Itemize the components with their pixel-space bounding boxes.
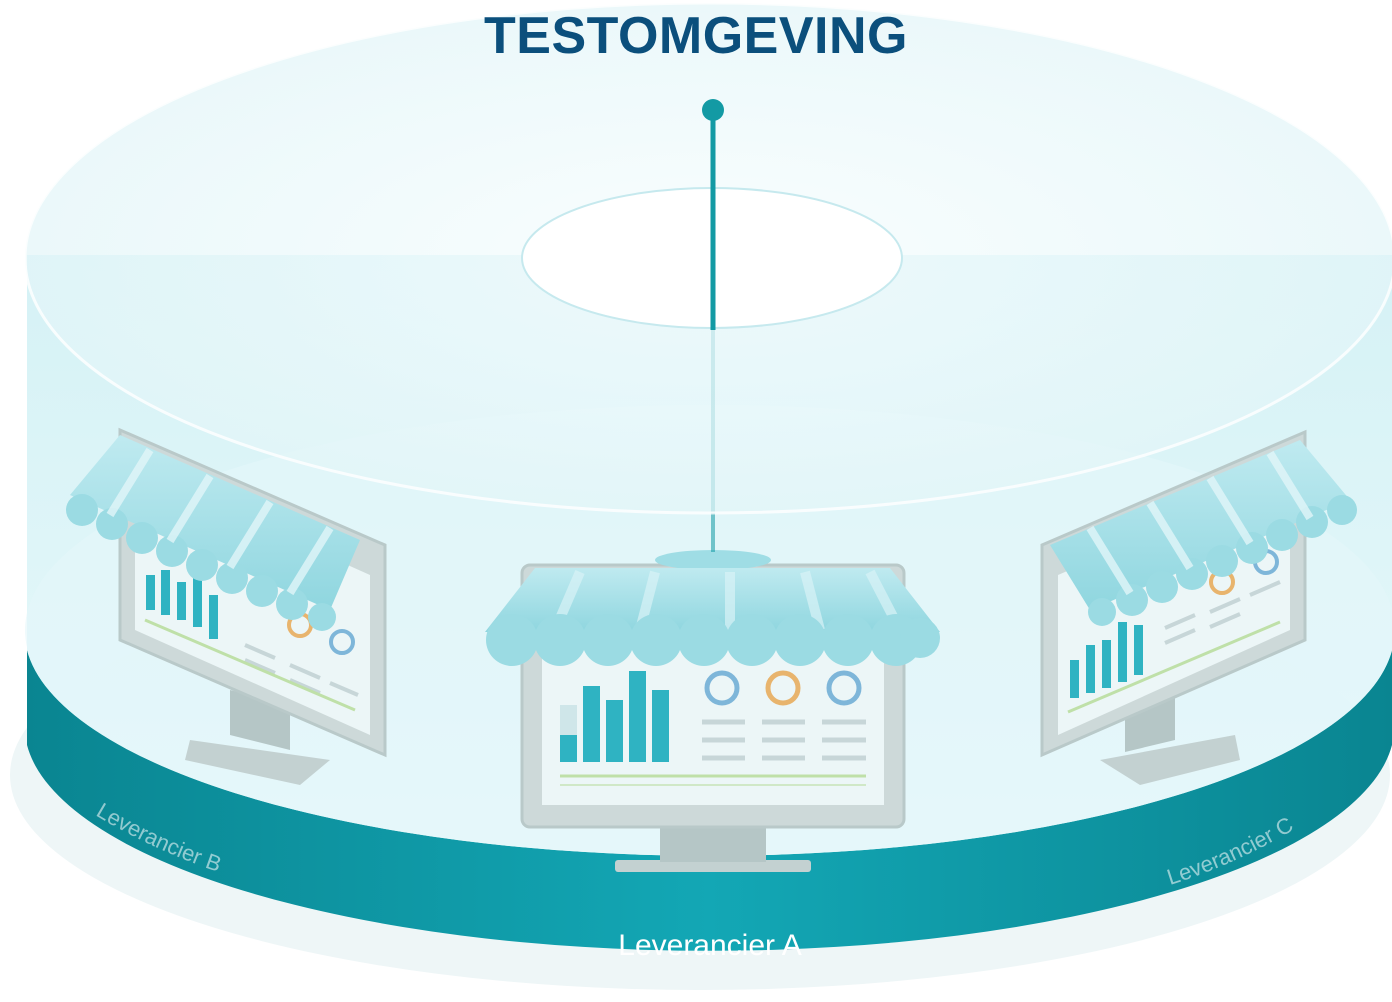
- store-monitor-c: [1040, 429, 1357, 785]
- monitor-a-stand-base: [615, 860, 811, 872]
- monitor-a-bars: [560, 671, 669, 762]
- connector-base: [655, 550, 771, 570]
- monitor-c-bars: [1070, 622, 1143, 698]
- monitor-a-ring-orange: [765, 670, 801, 706]
- monitor-c-trendline: [1067, 620, 1281, 714]
- monitor-a-ring-blue-1: [704, 670, 740, 706]
- monitor-c-awning-scallops: [1088, 495, 1357, 626]
- monitor-a-lines: [702, 719, 866, 761]
- monitor-b-ring-blue: [329, 629, 355, 655]
- monitor-b-awning-scallops: [66, 494, 336, 631]
- monitor-b-awning: [70, 435, 360, 610]
- monitor-c-stand-base: [1100, 735, 1240, 785]
- store-monitor-b: [66, 427, 387, 785]
- store-monitor-a: [485, 550, 940, 872]
- monitor-c-lines: [1164, 580, 1281, 645]
- monitor-b-bars: [146, 570, 218, 639]
- monitor-b-trendline: [144, 618, 356, 712]
- monitor-c-awning: [1050, 440, 1350, 610]
- monitor-a-awning-scallops: [486, 614, 940, 666]
- monitor-b-lines: [244, 643, 359, 697]
- connector-node: [702, 99, 724, 121]
- supplier-a-label: Leverancier A: [618, 929, 801, 962]
- base-band: [27, 650, 1392, 951]
- monitor-a-ring-blue-2: [826, 670, 862, 706]
- diagram-title: TESTOMGEVING: [484, 7, 908, 65]
- monitor-b-stand-base: [185, 740, 330, 785]
